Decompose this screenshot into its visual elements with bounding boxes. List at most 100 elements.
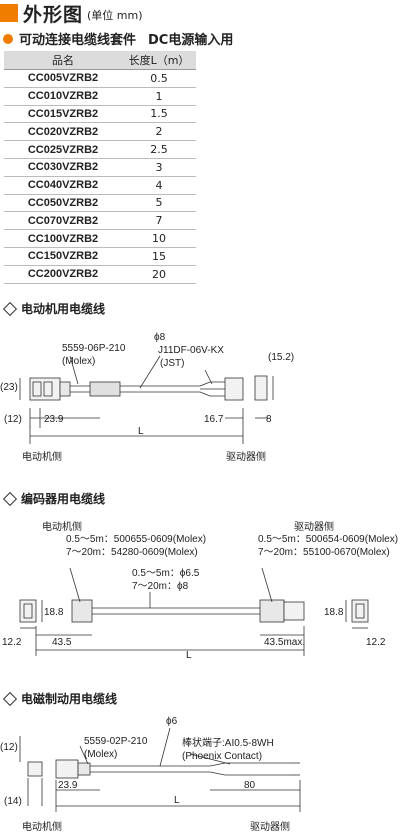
motor-cable-diameter: ϕ8 <box>154 332 166 343</box>
brake-conn-left-maker: (Molex) <box>84 749 117 760</box>
brake-dim-right-length: 80 <box>244 780 256 791</box>
cell-length: 3 <box>122 158 196 177</box>
motor-cable-heading: 电动机用电缆线 <box>2 300 105 317</box>
encoder-dim-total-length: L <box>186 650 192 661</box>
encoder-left-part-2: 7～20m：54280-0609(Molex) <box>66 547 198 558</box>
cell-product: CC040VZRB2 <box>4 176 122 195</box>
encoder-dim-left-width: 12.2 <box>2 637 22 648</box>
encoder-motor-side-label: 电动机侧 <box>42 522 82 533</box>
bullet-dot-icon <box>3 33 13 44</box>
encoder-dim-left-height: 18.8 <box>44 607 64 618</box>
motor-dim-right-height: (15.2) <box>268 352 294 363</box>
motor-side-label: 电动机侧 <box>22 452 62 463</box>
cell-product: CC030VZRB2 <box>4 158 122 177</box>
brake-dim-left-width: (14) <box>4 796 22 807</box>
cell-length: 10 <box>122 229 196 248</box>
brake-terminal-label: 棒状端子:AI0.5-8WH <box>182 736 274 749</box>
motor-dim-left-width: (12) <box>4 414 22 425</box>
cell-length: 1 <box>122 87 196 106</box>
cell-product: CC150VZRB2 <box>4 247 122 266</box>
encoder-driver-side-label: 驱动器侧 <box>294 522 334 533</box>
brake-dim-total-length: L <box>174 795 180 806</box>
brake-driver-side-label: 驱动器侧 <box>250 822 290 833</box>
cell-product: CC050VZRB2 <box>4 194 122 213</box>
encoder-left-part-1: 0.5～5m：500655-0609(Molex) <box>66 534 206 545</box>
diamond-icon <box>2 491 18 506</box>
cell-product: CC200VZRB2 <box>4 265 122 284</box>
encoder-dim-right-width: 12.2 <box>366 637 386 648</box>
subtitle-extra: DC电源输入用 <box>148 33 234 48</box>
encoder-cable-heading: 编码器用电缆线 <box>2 490 105 507</box>
cell-length: 1.5 <box>122 105 196 124</box>
motor-dim-left-length: 23.9 <box>44 414 64 425</box>
cell-product: CC070VZRB2 <box>4 211 122 231</box>
cell-product: CC005VZRB2 <box>4 69 122 88</box>
cell-product: CC100VZRB2 <box>4 229 122 248</box>
cell-product: CC015VZRB2 <box>4 105 122 124</box>
diamond-icon <box>2 301 18 316</box>
motor-conn-left-maker: (Molex) <box>62 356 95 367</box>
header-length: 长度L（m） <box>122 51 196 70</box>
cell-length: 0.5 <box>122 69 196 88</box>
motor-conn-right-maker: (JST) <box>160 358 184 369</box>
cell-product: CC025VZRB2 <box>4 140 122 159</box>
section-subtitle: 可动连接电缆线套件 DC电源输入用 <box>3 29 233 48</box>
brake-terminal-maker: (Phoenix Contact) <box>182 751 262 762</box>
brake-cable-diameter: ϕ6 <box>166 716 178 727</box>
encoder-dim-right-height: 18.8 <box>324 607 344 618</box>
cell-length: 7 <box>122 211 196 231</box>
encoder-diameter-2: 7～20m：ϕ8 <box>132 581 189 592</box>
motor-conn-right-label: J11DF-06V-KX <box>158 345 224 356</box>
brake-dim-left-length: 23.9 <box>58 780 78 791</box>
cell-product: CC020VZRB2 <box>4 122 122 142</box>
brake-cable-title: 电磁制动用电缆线 <box>21 692 118 706</box>
title-unit: (单位 mm) <box>87 9 143 22</box>
page-title: 外形图 (单位 mm) <box>0 0 143 26</box>
cell-length: 15 <box>122 247 196 266</box>
motor-cable-title: 电动机用电缆线 <box>21 302 106 316</box>
encoder-diameter-1: 0.5～5m：ϕ6.5 <box>132 568 200 579</box>
brake-cable-heading: 电磁制动用电缆线 <box>2 690 117 707</box>
motor-cable-diagram: 5559-06P-210 (Molex) ϕ8 J11DF-06V-KX (JS… <box>0 332 294 444</box>
cell-product: CC010VZRB2 <box>4 87 122 106</box>
motor-dim-left-height: (23) <box>0 382 18 393</box>
encoder-right-part-2: 7～20m：55100-0670(Molex) <box>258 547 390 558</box>
brake-conn-left-label: 5559-02P-210 <box>84 736 148 747</box>
motor-dim-right-width: 8 <box>266 414 272 425</box>
brake-dim-left-height: (12) <box>0 742 18 753</box>
encoder-dim-left-length: 43.5 <box>52 637 72 648</box>
brake-motor-side-label: 电动机侧 <box>22 822 62 833</box>
encoder-cable-title: 编码器用电缆线 <box>21 492 106 506</box>
title-marker-icon <box>0 4 18 22</box>
table-header-row: 品名 长度L（m） <box>4 51 196 70</box>
motor-dim-total-length: L <box>138 426 144 437</box>
header-product-name: 品名 <box>4 51 122 70</box>
driver-side-label: 驱动器侧 <box>226 452 266 463</box>
title-text: 外形图 <box>23 3 84 26</box>
cell-length: 5 <box>122 194 196 213</box>
cell-length: 4 <box>122 176 196 195</box>
cell-length: 20 <box>122 265 196 284</box>
diamond-icon <box>2 691 18 706</box>
subtitle-text: 可动连接电缆线套件 <box>19 33 137 48</box>
encoder-right-part-1: 0.5～5m：500654-0609(Molex) <box>258 534 398 545</box>
cell-length: 2.5 <box>122 140 196 159</box>
encoder-dim-right-length: 43.5max. <box>264 637 305 648</box>
motor-conn-left-label: 5559-06P-210 <box>62 343 126 354</box>
encoder-cable-diagram: 0.5～5m：500655-0609(Molex) 7～20m：54280-06… <box>2 534 398 661</box>
cell-length: 2 <box>122 122 196 142</box>
brake-cable-diagram: 5559-02P-210 (Molex) ϕ6 棒状端子:AI0.5-8WH (… <box>0 716 301 812</box>
